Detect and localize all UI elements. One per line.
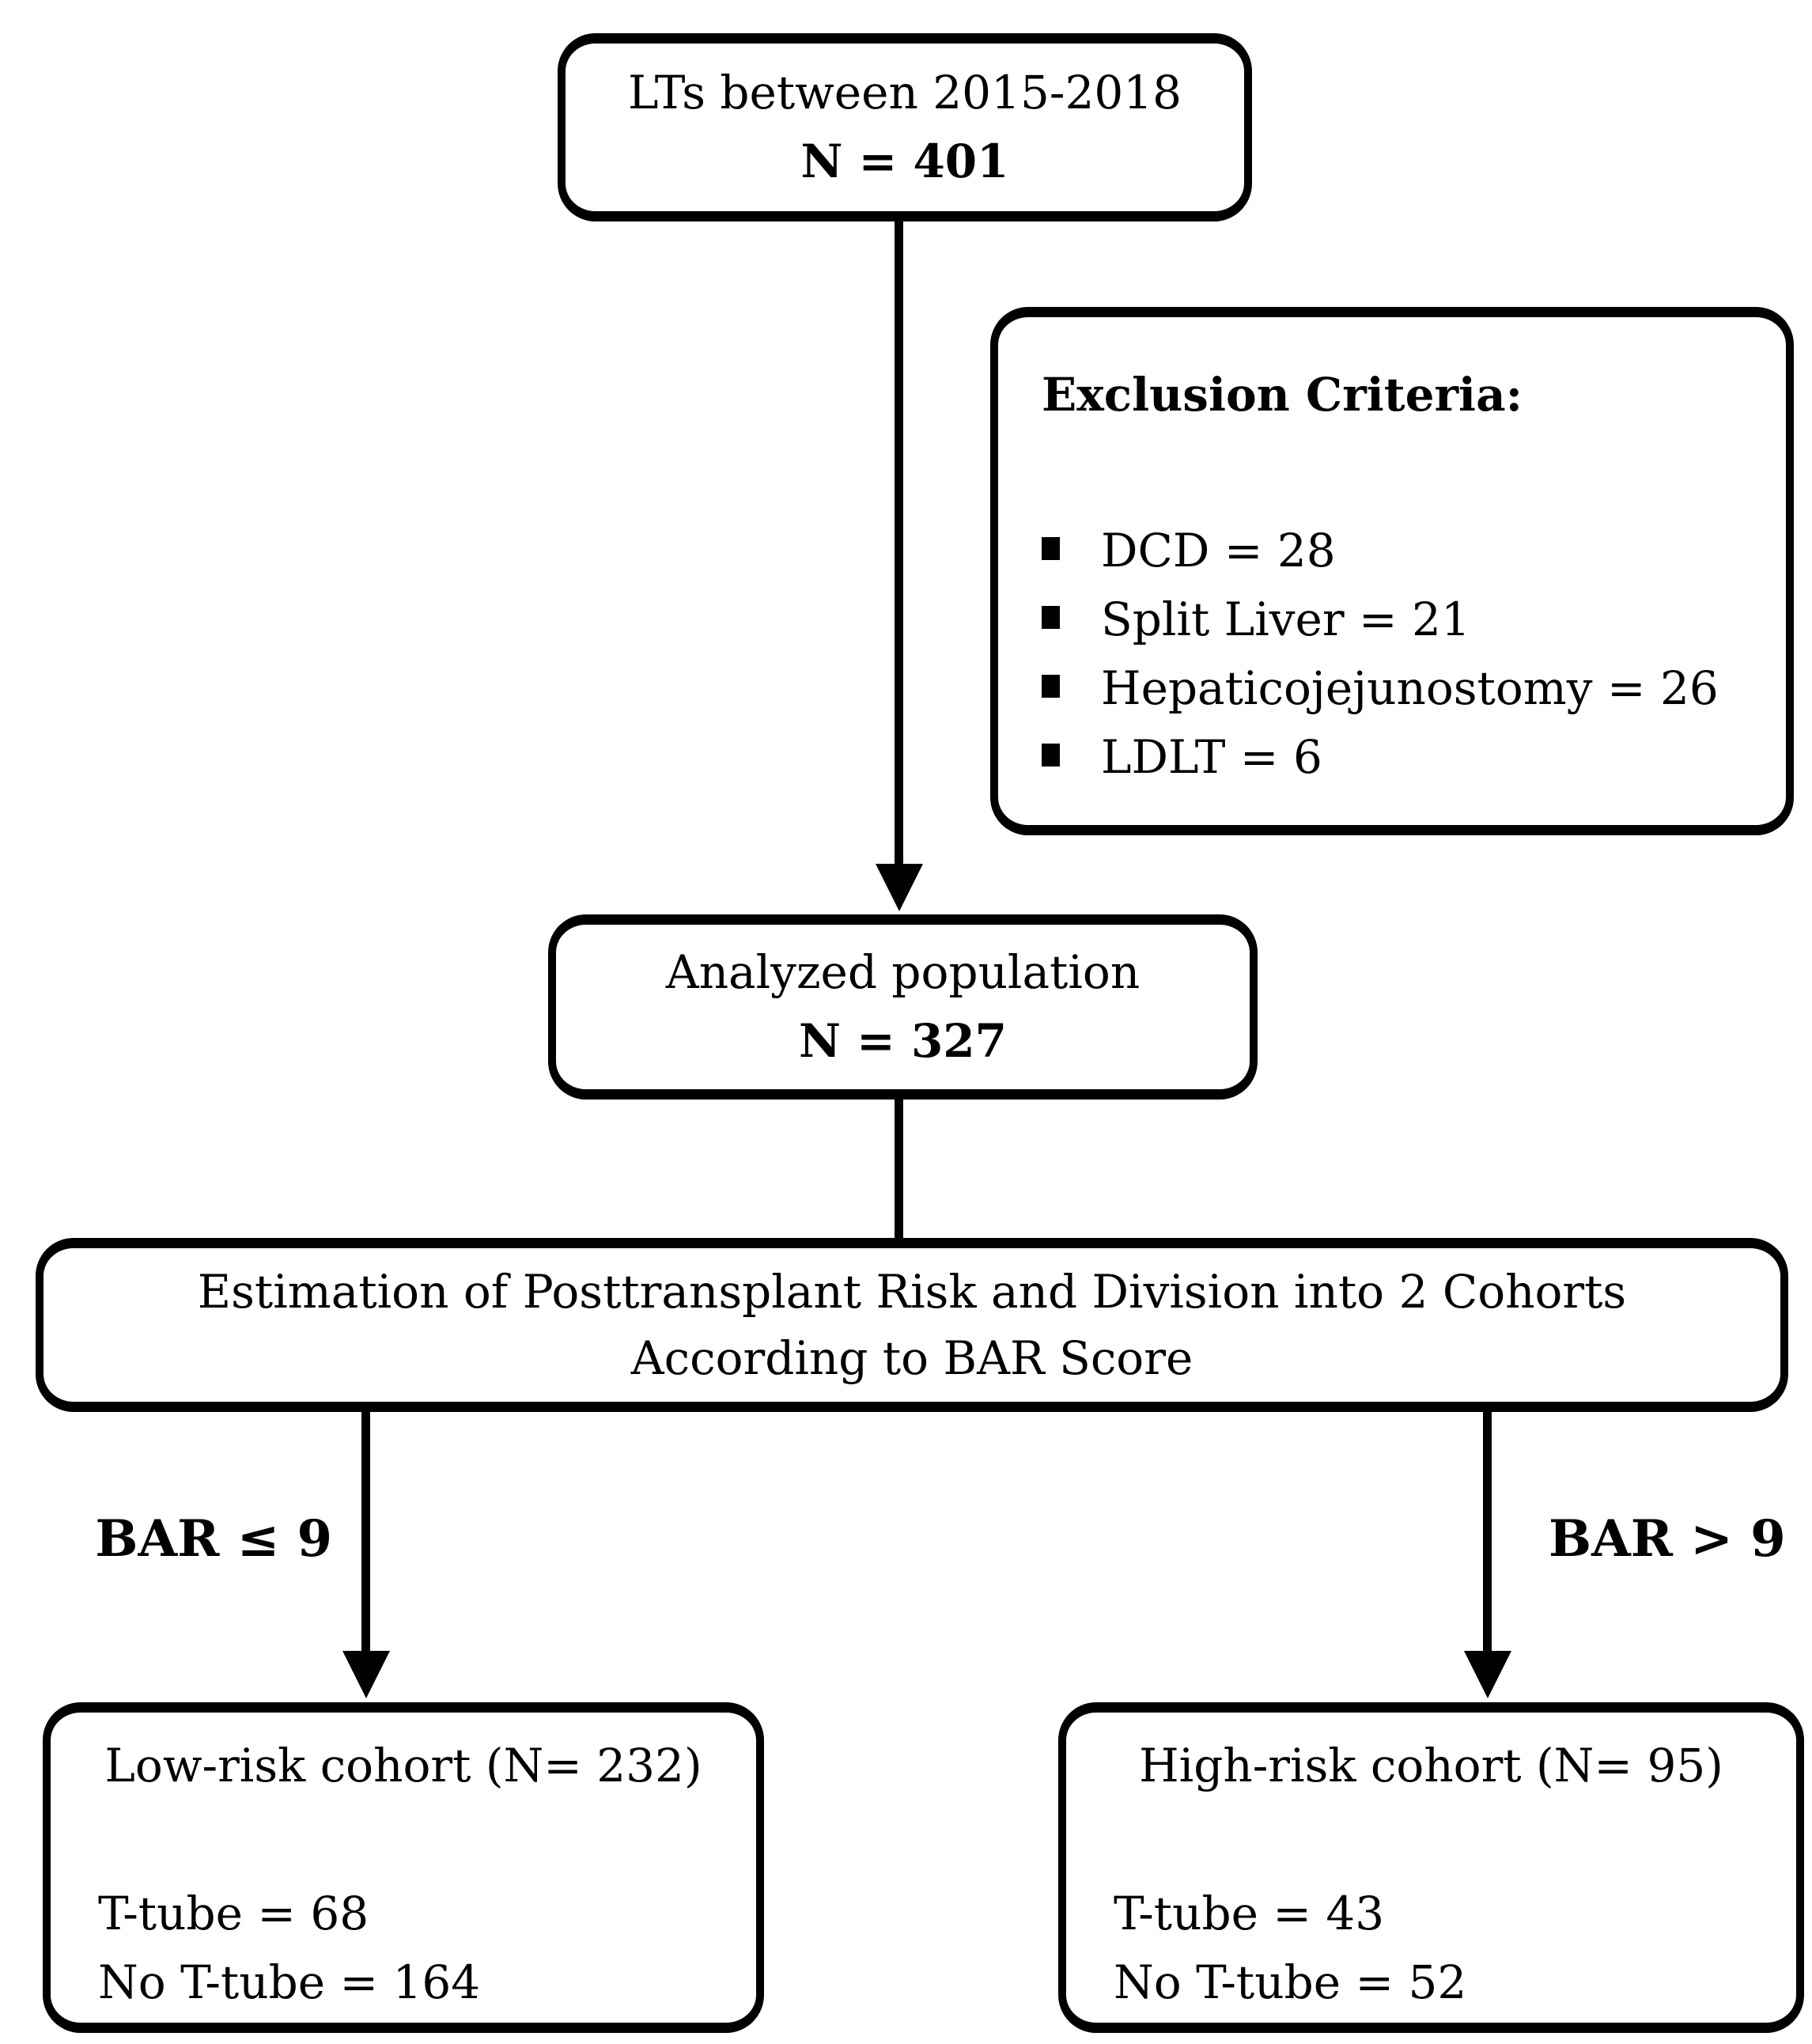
branch-label-bar-low: BAR ≤ 9 xyxy=(95,1509,332,1569)
arrowhead-down-icon xyxy=(876,864,923,911)
list-item: Split Liver = 21 xyxy=(1042,585,1746,654)
branch-label-bar-high: BAR > 9 xyxy=(1549,1509,1786,1569)
arrow-line-right-branch xyxy=(1483,1410,1492,1652)
bullet-square-icon xyxy=(1042,537,1060,560)
list-item: LDLT = 6 xyxy=(1042,723,1746,792)
exclusion-item-text: Split Liver = 21 xyxy=(1101,592,1470,646)
exclusion-item-text: DCD = 28 xyxy=(1101,524,1336,577)
exclusion-criteria-title: Exclusion Criteria: xyxy=(1042,368,1523,422)
box-initial-population: LTs between 2015-2018 N = 401 xyxy=(558,33,1252,221)
box-low-risk-cohort: Low-risk cohort (N= 232) T-tube = 68 No … xyxy=(43,1702,764,2033)
analyzed-population-count: N = 327 xyxy=(798,1014,1008,1068)
analyzed-population-label: Analyzed population xyxy=(665,945,1141,999)
risk-estimation-line2: According to BAR Score xyxy=(630,1331,1193,1385)
box-risk-estimation: Estimation of Posttransplant Risk and Di… xyxy=(36,1238,1788,1412)
low-risk-ttube-count: T-tube = 68 xyxy=(98,1887,369,1940)
arrowhead-down-icon xyxy=(342,1651,390,1698)
arrowhead-down-icon xyxy=(1464,1651,1511,1698)
arrow-line-left-branch xyxy=(361,1410,370,1652)
bullet-square-icon xyxy=(1042,744,1060,766)
bullet-square-icon xyxy=(1042,675,1060,698)
high-risk-no-ttube-count: No T-tube = 52 xyxy=(1114,1955,1467,2009)
box-analyzed-population: Analyzed population N = 327 xyxy=(548,914,1258,1100)
box-high-risk-cohort: High-risk cohort (N= 95) T-tube = 43 No … xyxy=(1058,1702,1804,2033)
initial-population-label: LTs between 2015-2018 xyxy=(627,66,1182,119)
high-risk-cohort-title: High-risk cohort (N= 95) xyxy=(1139,1739,1723,1792)
risk-estimation-line1: Estimation of Posttransplant Risk and Di… xyxy=(197,1265,1627,1319)
exclusion-item-text: LDLT = 6 xyxy=(1101,730,1322,784)
connector-line-analyzed-to-estimation xyxy=(895,1098,903,1242)
bullet-square-icon xyxy=(1042,606,1060,629)
exclusion-item-text: Hepaticojejunostomy = 26 xyxy=(1101,661,1719,715)
arrow-line-top-to-analyzed xyxy=(895,220,903,867)
box-exclusion-criteria: Exclusion Criteria: DCD = 28 Split Liver… xyxy=(990,307,1794,835)
high-risk-ttube-count: T-tube = 43 xyxy=(1114,1887,1385,1940)
list-item: DCD = 28 xyxy=(1042,517,1746,585)
initial-population-count: N = 401 xyxy=(800,134,1009,188)
low-risk-cohort-title: Low-risk cohort (N= 232) xyxy=(104,1739,702,1792)
exclusion-criteria-list: DCD = 28 Split Liver = 21 Hepaticojejuno… xyxy=(1042,517,1746,792)
low-risk-no-ttube-count: No T-tube = 164 xyxy=(98,1955,481,2009)
list-item: Hepaticojejunostomy = 26 xyxy=(1042,654,1746,723)
